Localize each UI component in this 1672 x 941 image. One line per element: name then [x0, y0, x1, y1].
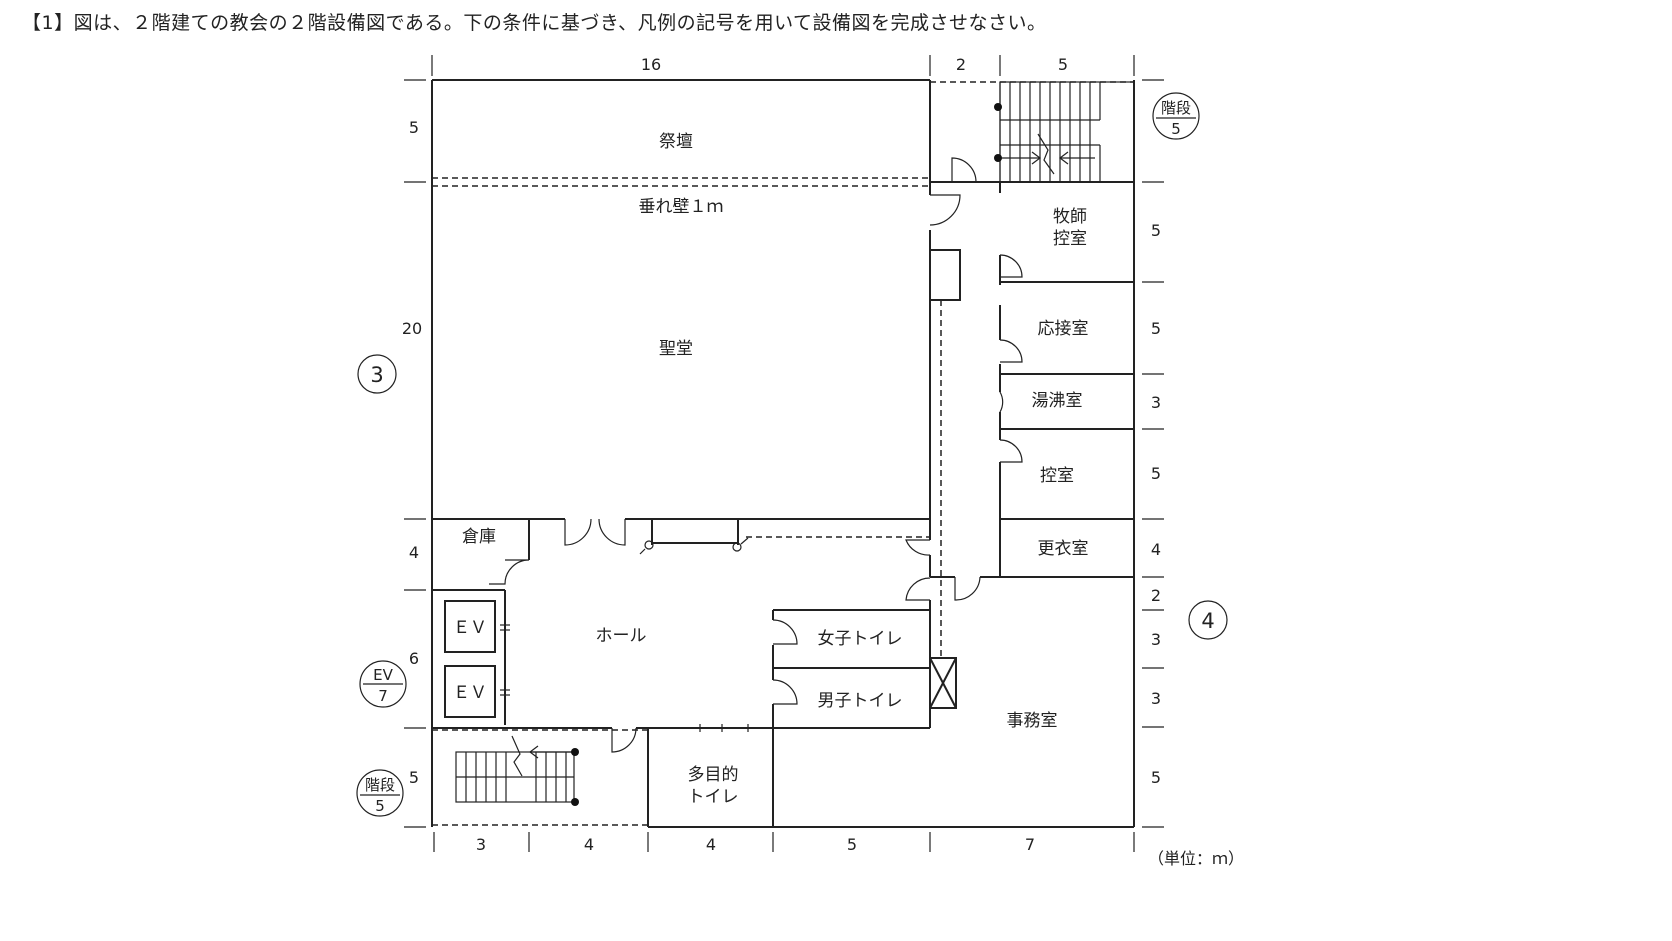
room-office: 事務室 — [1007, 711, 1058, 731]
room-multi-line1: 多目的 — [688, 765, 739, 785]
dim-left-5b: 5 — [409, 768, 419, 787]
dim-bottom-4b: 4 — [706, 835, 716, 854]
stairs-top — [999, 81, 1135, 183]
stair-bottom-dot-2 — [571, 798, 579, 806]
dim-right-3c: 3 — [1151, 689, 1161, 708]
stair-marker-bottom: 階段 5 — [356, 769, 404, 817]
room-womens-toilet: 女子トイレ — [818, 629, 903, 649]
stair-bottom-dot-1 — [571, 748, 579, 756]
dim-top-16: 16 — [641, 55, 661, 74]
stair-marker-bottom-line2: 5 — [375, 797, 385, 815]
room-kitchenette: 湯沸室 — [1032, 391, 1083, 411]
stair-top-dot-2 — [994, 154, 1002, 162]
room-hall: ホール — [596, 626, 647, 646]
dim-left-6: 6 — [409, 649, 419, 668]
walls — [431, 79, 1135, 828]
stair-marker-top-line2: 5 — [1171, 120, 1181, 138]
room-changing: 更衣室 — [1038, 539, 1089, 559]
axis-marker-4-label: 4 — [1201, 609, 1214, 633]
stair-marker-top: 階段 5 — [1152, 92, 1200, 140]
switch-symbols — [500, 537, 749, 732]
dim-right-5b: 5 — [1151, 319, 1161, 338]
room-pastor-line1: 牧師 — [1053, 207, 1087, 227]
dim-left-4: 4 — [409, 543, 419, 562]
stairs-bottom — [455, 735, 575, 803]
ev-marker: EV 7 — [359, 660, 407, 708]
dim-left-20: 20 — [402, 319, 422, 338]
room-multi-line2: トイレ — [688, 787, 739, 807]
stair-marker-bottom-line1: 階段 — [365, 776, 395, 794]
room-pastor-line2: 控室 — [1053, 229, 1087, 249]
dim-bottom-7: 7 — [1025, 835, 1035, 854]
axis-marker-3-label: 3 — [370, 363, 383, 387]
dim-bottom-5: 5 — [847, 835, 857, 854]
axis-marker-4: 4 — [1188, 600, 1228, 640]
stair-marker-top-line1: 階段 — [1161, 99, 1191, 117]
stair-top-dot-1 — [994, 103, 1002, 111]
dim-right-2: 2 — [1151, 586, 1161, 605]
dimension-lines — [404, 55, 1164, 852]
dim-top-5: 5 — [1058, 55, 1068, 74]
room-reception: 応接室 — [1038, 319, 1089, 339]
axis-marker-3: 3 — [357, 354, 397, 394]
dim-right-5d: 5 — [1151, 768, 1161, 787]
doors — [489, 157, 1023, 753]
dim-right-5c: 5 — [1151, 464, 1161, 483]
unit-label: （単位：ｍ） — [1148, 849, 1244, 868]
room-mens-toilet: 男子トイレ — [818, 691, 903, 711]
room-altar: 祭壇 — [659, 132, 693, 152]
dim-bottom-3: 3 — [476, 835, 486, 854]
dim-right-3a: 3 — [1151, 393, 1161, 412]
dim-right-5a: 5 — [1151, 221, 1161, 240]
ev-marker-line1: EV — [373, 666, 393, 684]
question-text: 【1】図は、２階建ての教会の２階設備図である。下の条件に基づき、凡例の記号を用い… — [22, 12, 1047, 34]
ev-marker-line2: 7 — [378, 687, 388, 705]
dim-right-3b: 3 — [1151, 630, 1161, 649]
room-sanctuary: 聖堂 — [659, 339, 693, 359]
room-waiting: 控室 — [1040, 466, 1074, 486]
dim-left-5a: 5 — [409, 118, 419, 137]
room-storage: 倉庫 — [462, 527, 496, 547]
dim-bottom-4a: 4 — [584, 835, 594, 854]
dim-right-4: 4 — [1151, 540, 1161, 559]
room-hanging-wall: 垂れ壁１ｍ — [639, 197, 724, 217]
room-ev-2: ＥＶ — [453, 683, 487, 703]
dim-top-2: 2 — [956, 55, 966, 74]
room-ev-1: ＥＶ — [453, 618, 487, 638]
